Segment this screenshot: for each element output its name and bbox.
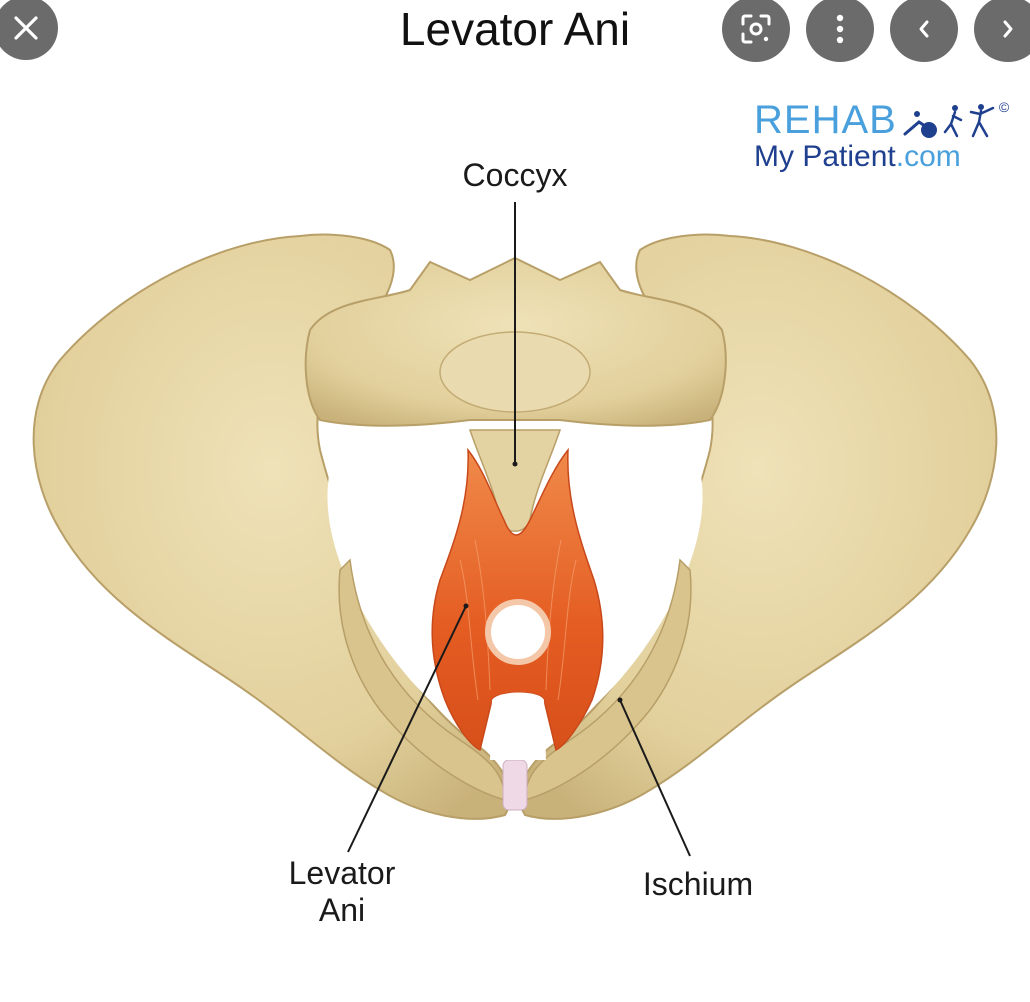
label-levator-line2: Ani [318, 891, 366, 928]
next-button[interactable] [974, 0, 1030, 62]
close-icon [14, 16, 38, 40]
more-options-button[interactable] [806, 0, 874, 62]
close-button[interactable] [0, 0, 58, 60]
coccyx [468, 429, 562, 532]
lens-button[interactable] [722, 0, 790, 62]
label-ischium: Ischium [642, 866, 754, 902]
rehab-my-patient-logo: REHAB © My Patient.com [754, 100, 1010, 172]
pubic-symphysis [502, 759, 528, 811]
label-levator-line1: Levator [288, 855, 396, 891]
urogenital-hiatus [485, 599, 551, 665]
exercise-figures-icon [903, 104, 995, 138]
page-title: Levator Ani [399, 3, 631, 55]
more-vertical-icon [836, 14, 844, 44]
brand-line1: REHAB [754, 98, 897, 142]
chevron-left-icon [919, 20, 929, 38]
brand-line2-main: My Patient [754, 140, 896, 173]
label-coccyx: Coccyx [462, 157, 568, 193]
copyright-mark: © [998, 99, 1011, 115]
label-levator-ani: Levator Ani [272, 855, 412, 929]
ischium-leader-line [619, 699, 691, 857]
brand-line2-suffix: .com [895, 140, 961, 173]
levator-leader-line [347, 605, 467, 853]
lens-icon [741, 14, 771, 44]
previous-button[interactable] [890, 0, 958, 62]
chevron-right-icon [1003, 20, 1013, 38]
